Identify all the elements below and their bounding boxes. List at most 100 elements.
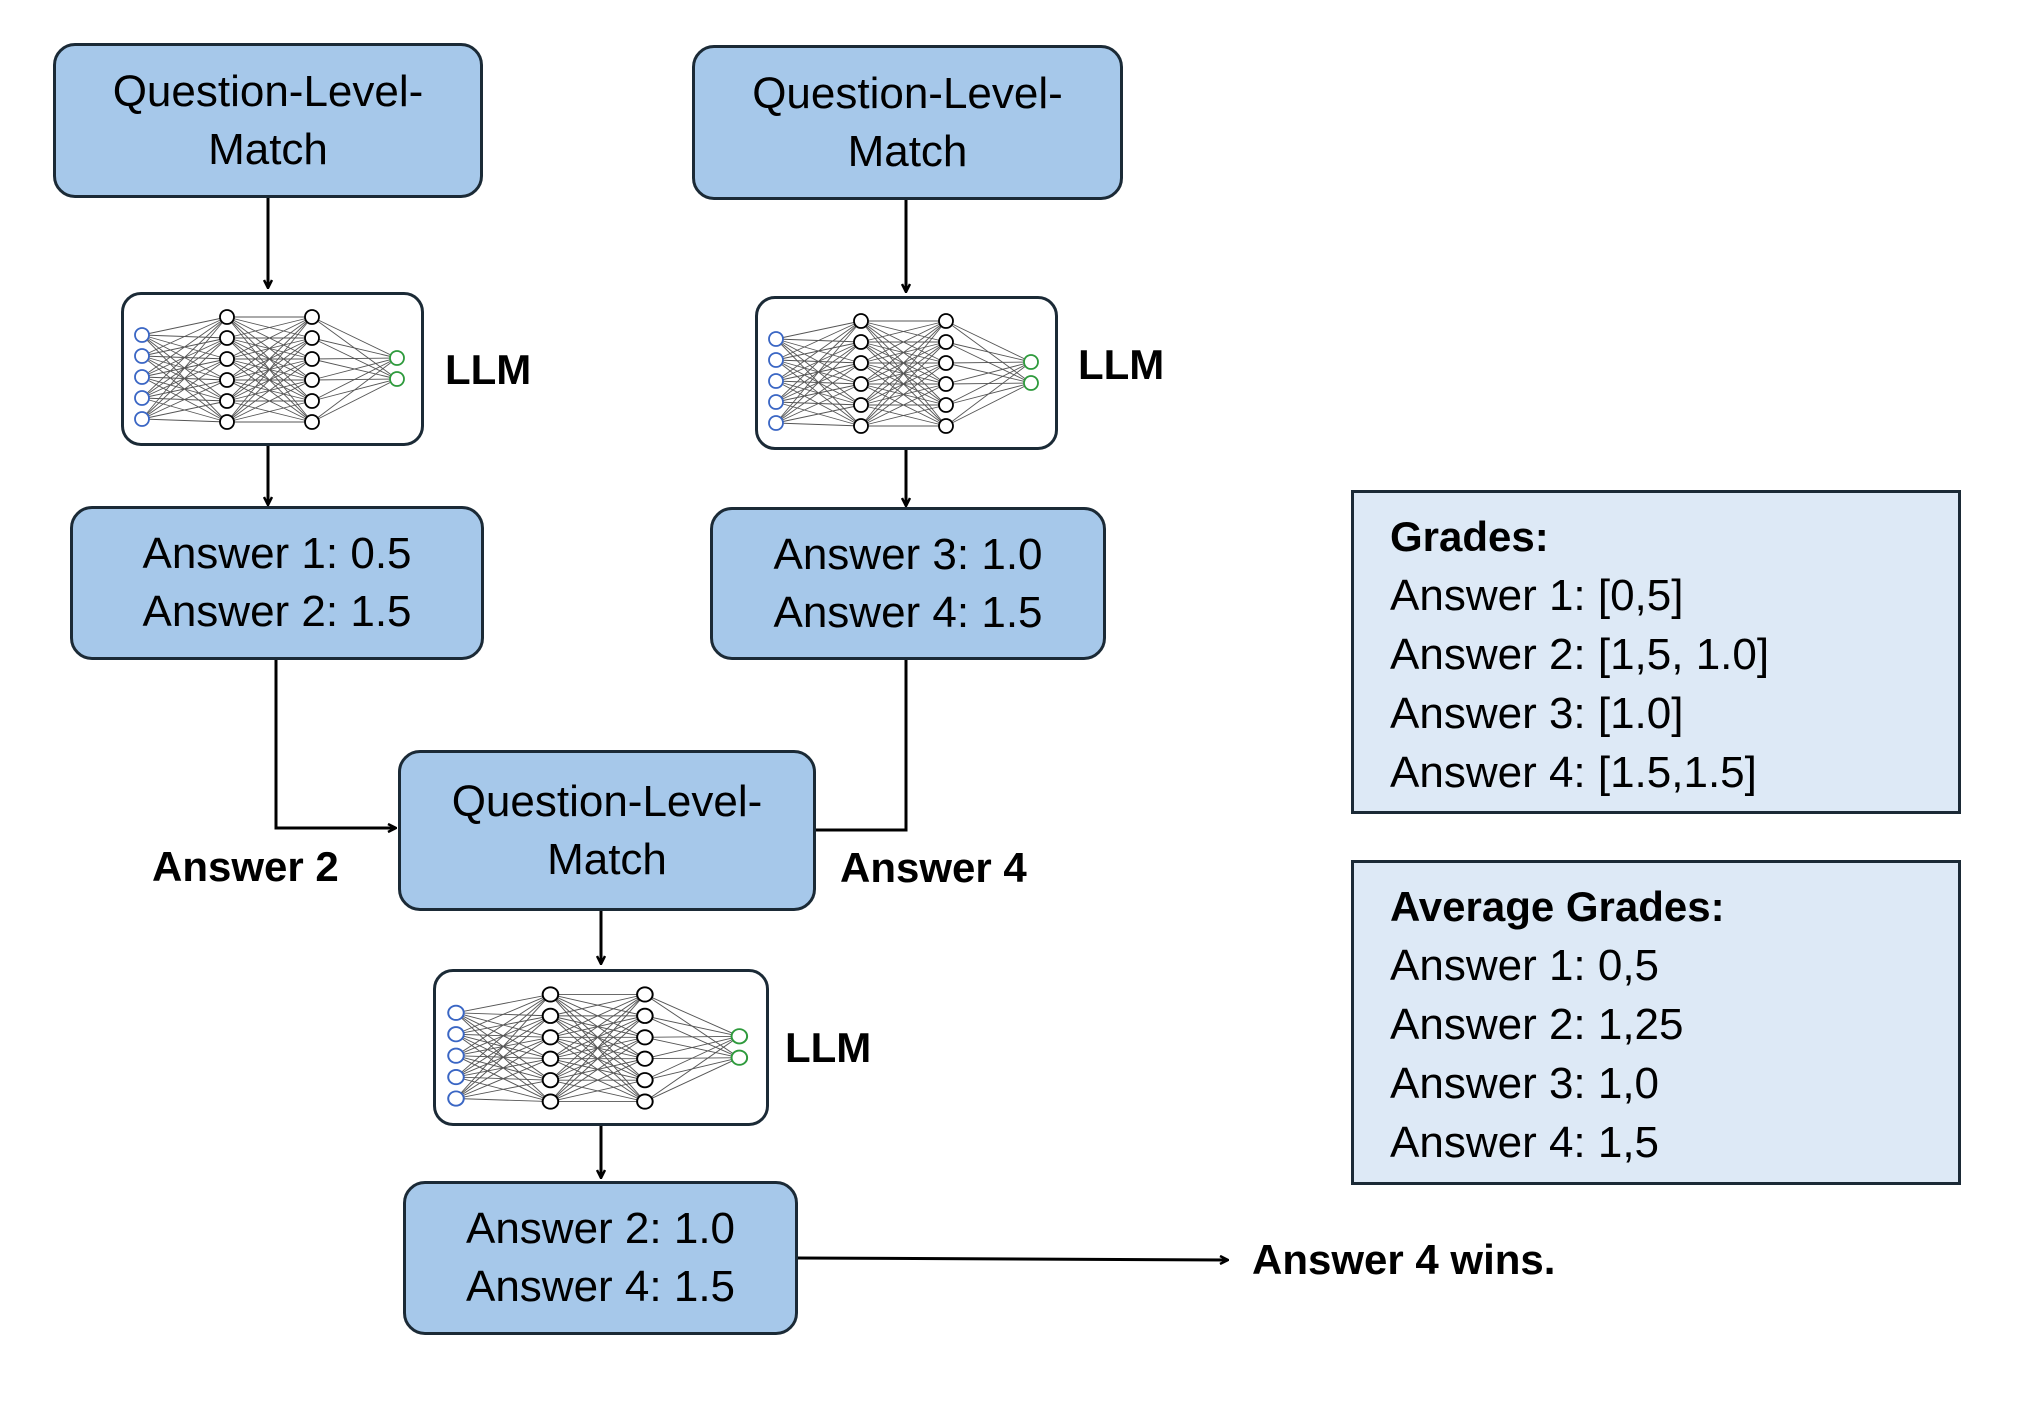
line-answer4-to-final-match xyxy=(813,660,908,832)
nn-neuron xyxy=(219,351,235,367)
nn-edge xyxy=(226,316,313,381)
nn-neuron xyxy=(938,313,954,329)
question-level-match-box-1: Question-Level- Match xyxy=(53,43,483,198)
nn-neuron xyxy=(541,986,560,1003)
answers-box-1: Answer 1: 0.5 Answer 2: 1.5 xyxy=(70,506,484,660)
llm-box-2 xyxy=(755,296,1058,450)
nn-edge xyxy=(141,418,228,423)
nn-neuron xyxy=(938,376,954,392)
nn-neuron xyxy=(853,355,869,371)
nn-neuron xyxy=(389,371,405,387)
nn-edge xyxy=(644,1035,740,1102)
arrow-final-answers-to-winner xyxy=(796,1258,1228,1260)
nn-neuron xyxy=(636,1093,654,1110)
nn-neuron xyxy=(768,415,784,431)
nn-edge xyxy=(775,362,862,424)
nn-edge xyxy=(945,361,1032,406)
llm-label-final: LLM xyxy=(785,1024,872,1071)
nn-neuron xyxy=(636,1029,654,1046)
nn-edge xyxy=(775,341,862,424)
nn-edge xyxy=(860,341,947,427)
nn-edge xyxy=(141,316,228,420)
nn-edge xyxy=(775,383,862,424)
nn-neuron xyxy=(1023,375,1039,391)
match-title-line-1: Question-Level- xyxy=(451,776,763,826)
nn-neuron xyxy=(389,350,405,366)
nn-neuron xyxy=(730,1049,749,1066)
nn-neuron xyxy=(938,355,954,371)
nn-edge xyxy=(775,320,862,382)
nn-neuron xyxy=(304,309,320,325)
nn-edge xyxy=(775,404,862,424)
grades-panel: Grades: Answer 1: [0,5] Answer 2: [1,5, … xyxy=(1351,490,1961,814)
nn-neuron xyxy=(219,393,235,409)
nn-neuron xyxy=(768,373,784,389)
average-grades-title: Average Grades: xyxy=(1390,883,1725,930)
nn-neuron xyxy=(219,372,235,388)
nn-connections xyxy=(455,993,740,1103)
llm-box-1 xyxy=(121,292,424,446)
nn-edge xyxy=(311,357,398,423)
nn-neuron xyxy=(853,376,869,392)
nn-edge xyxy=(550,994,646,1017)
nn-neuron xyxy=(304,372,320,388)
nn-edge xyxy=(455,1079,551,1099)
nn-edge xyxy=(455,1058,551,1099)
nn-edge xyxy=(860,383,947,427)
nn-neuron xyxy=(447,1069,465,1086)
nn-edge xyxy=(945,320,1032,363)
nn-edge xyxy=(226,358,313,423)
grade-line: Answer 2: [1,5, 1.0] xyxy=(1390,630,1770,679)
input-label-answer-2: Answer 2 xyxy=(152,843,339,890)
answers-box-final: Answer 2: 1.0 Answer 4: 1.5 xyxy=(403,1181,798,1335)
nn-edge xyxy=(550,1058,646,1102)
nn-edge xyxy=(860,362,947,427)
nn-neuron xyxy=(134,348,150,364)
nn-neuron xyxy=(541,1029,560,1046)
nn-edge xyxy=(550,994,646,1060)
nn-neuron xyxy=(730,1028,749,1045)
nn-edge xyxy=(945,361,1032,385)
nn-edge xyxy=(311,357,398,381)
nn-neuron xyxy=(636,1072,654,1089)
average-grade-line: Answer 2: 1,25 xyxy=(1390,1000,1684,1049)
nn-edge xyxy=(226,316,313,339)
nn-neuron xyxy=(541,1072,560,1089)
answer-line: Answer 1: 0.5 xyxy=(142,529,412,578)
input-label-answer-4: Answer 4 xyxy=(840,844,1027,891)
neural-network-icon xyxy=(134,309,405,430)
nn-edge xyxy=(141,316,228,399)
neural-network-icon xyxy=(447,986,749,1110)
nn-edge xyxy=(550,994,646,1038)
nn-edge xyxy=(141,337,228,420)
grades-title: Grades: xyxy=(1390,513,1549,560)
nn-edge xyxy=(860,404,947,427)
llm-label-2: LLM xyxy=(1078,341,1165,388)
nn-neuron xyxy=(447,1090,465,1107)
llm-label-1: LLM xyxy=(445,346,532,393)
nn-edge xyxy=(550,994,646,1081)
nn-neuron xyxy=(447,1047,465,1064)
nn-edge xyxy=(226,337,313,423)
answer-line: Answer 2: 1.5 xyxy=(142,587,412,636)
match-title-line-2: Match xyxy=(847,126,968,176)
nn-edge xyxy=(141,379,228,420)
nn-neuron xyxy=(134,327,150,343)
grade-line: Answer 1: [0,5] xyxy=(1390,571,1684,620)
question-level-match-box-2: Question-Level- Match xyxy=(692,45,1123,200)
nn-neuron xyxy=(304,330,320,346)
nn-edge xyxy=(455,993,551,1014)
nn-neuron xyxy=(636,986,654,1003)
nn-edge xyxy=(455,1036,551,1099)
nn-neuron xyxy=(853,418,869,434)
nn-edge xyxy=(550,994,646,1102)
nn-neuron xyxy=(938,334,954,350)
nn-neuron xyxy=(134,411,150,427)
average-grade-line: Answer 1: 0,5 xyxy=(1390,941,1660,990)
nn-edge xyxy=(455,1015,551,1099)
nn-neuron xyxy=(541,1007,560,1024)
nn-neuron xyxy=(636,1007,654,1024)
nn-edge xyxy=(141,400,228,420)
nn-neuron xyxy=(304,351,320,367)
nn-edge xyxy=(860,320,947,427)
